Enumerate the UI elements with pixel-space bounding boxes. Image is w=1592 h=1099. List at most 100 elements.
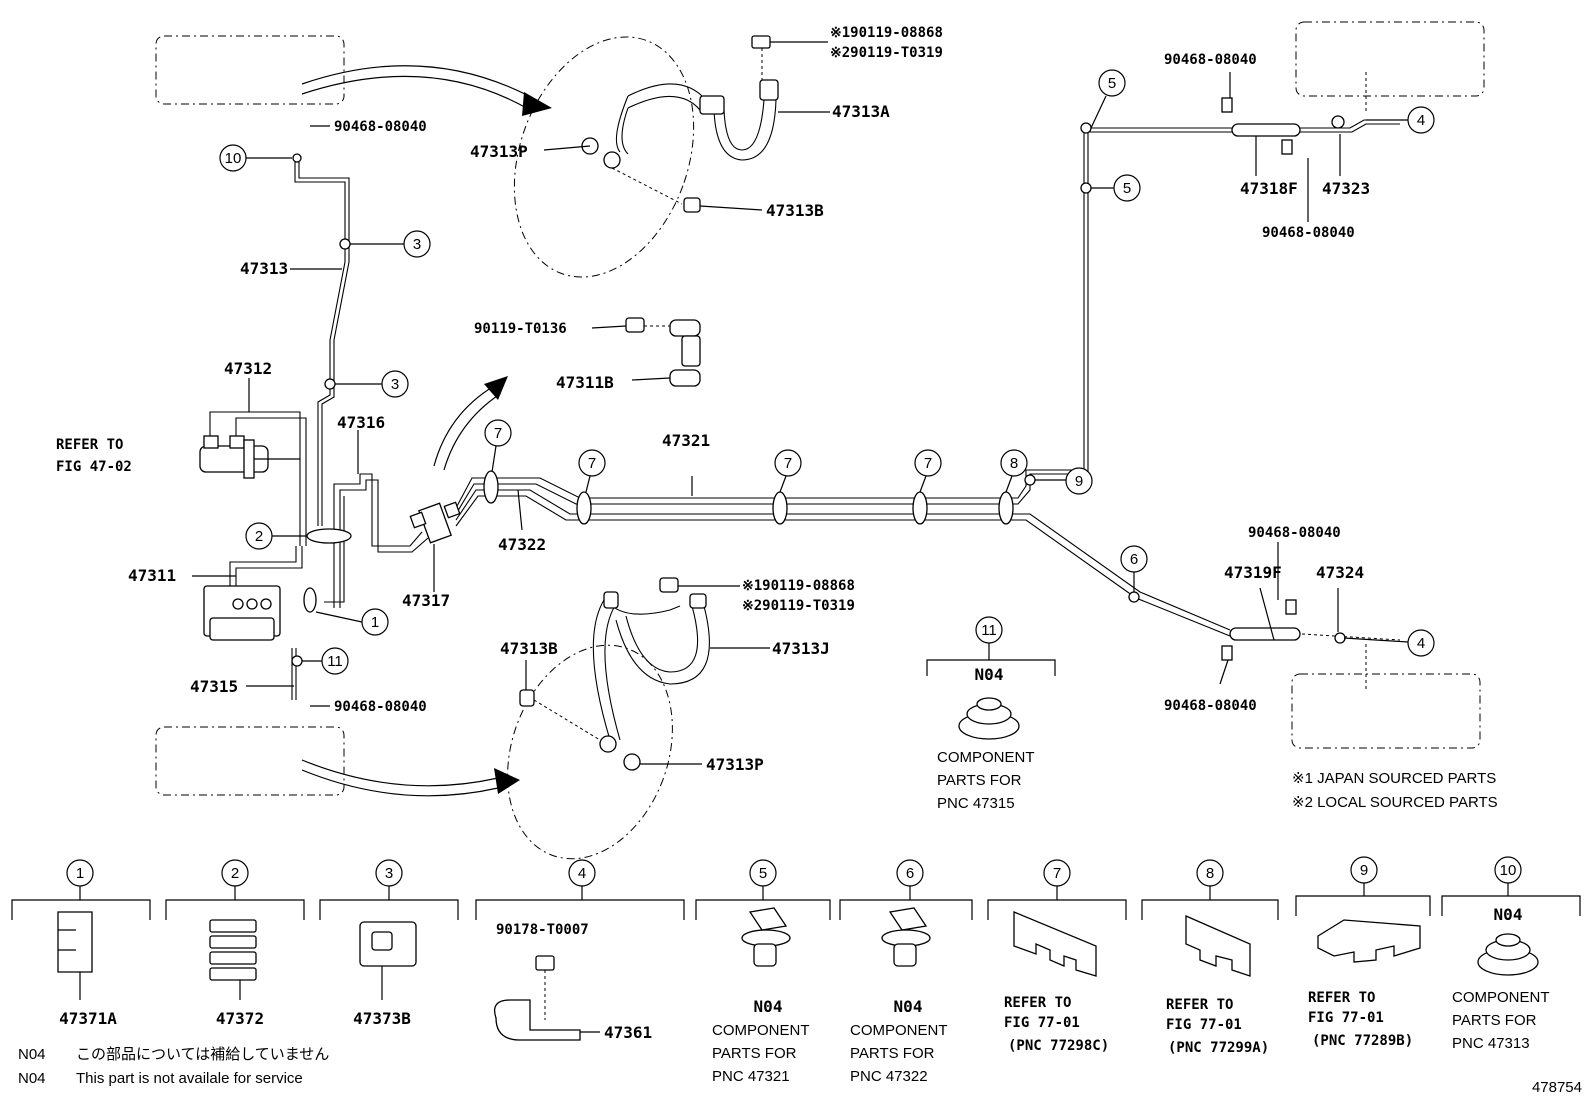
svg-text:N04: N04 xyxy=(18,1046,46,1063)
legend-8: 8 REFER TO FIG 77-01 (PNC 77299A) xyxy=(1141,859,1279,1056)
refer-fig-47-line1: REFER TO xyxy=(56,437,123,453)
callout-8: 8 xyxy=(1000,449,1028,477)
svg-text:REFER TO: REFER TO xyxy=(1308,990,1375,1006)
master-cylinder xyxy=(199,435,300,479)
callout-6: 6 xyxy=(1120,545,1148,573)
figure-id: 478754 xyxy=(1532,1079,1582,1096)
part-labels: 90468-08040 47313 47312 47316 REFER TO F… xyxy=(56,25,1370,774)
detail-box-front-bottom xyxy=(155,726,345,796)
svg-text:N04: N04 xyxy=(1494,905,1523,924)
flex-hose-47313A xyxy=(581,35,779,213)
svg-text:(PNC 77299A): (PNC 77299A) xyxy=(1168,1040,1269,1056)
svg-text:COMPONENT: COMPONENT xyxy=(937,749,1035,766)
callout-11: 11 xyxy=(321,647,349,675)
svg-text:90178-T0007: 90178-T0007 xyxy=(496,922,589,938)
pressure-valve-47311 xyxy=(203,585,281,641)
label-90468-08040-c: 90468-08040 xyxy=(1164,52,1257,68)
label-290119-T0319-top: ※290119-T0319 xyxy=(830,45,943,61)
callout-10-top: 10 xyxy=(219,144,292,172)
svg-text:N04: N04 xyxy=(754,997,783,1016)
svg-text:N04: N04 xyxy=(975,665,1004,684)
bracket-47311B xyxy=(625,317,701,387)
svg-text:6: 6 xyxy=(906,865,914,882)
svg-text:N04: N04 xyxy=(18,1070,46,1087)
label-47319F: 47319F xyxy=(1224,563,1282,582)
svg-text:PNC 47313: PNC 47313 xyxy=(1452,1035,1530,1052)
detail-ellipse-front-bottom xyxy=(507,644,673,860)
svg-text:4: 4 xyxy=(1417,112,1425,129)
legend-1: 1 47371A xyxy=(11,859,151,1028)
svg-text:PARTS FOR: PARTS FOR xyxy=(937,772,1022,789)
legend-6: 6 N04 COMPONENT PARTS FOR PNC 47322 xyxy=(839,859,973,1085)
svg-text:3: 3 xyxy=(385,865,393,882)
svg-text:9: 9 xyxy=(1360,862,1368,879)
rear-hose-47318F xyxy=(1221,72,1367,155)
legend-2: 2 47372 xyxy=(165,859,305,1028)
label-47317: 47317 xyxy=(402,591,450,610)
label-47311: 47311 xyxy=(128,566,176,585)
svg-text:PNC 47322: PNC 47322 xyxy=(850,1068,928,1085)
svg-text:7: 7 xyxy=(1053,865,1061,882)
label-47313: 47313 xyxy=(240,259,288,278)
note-local-sourced: ※2 LOCAL SOURCED PARTS xyxy=(1292,794,1498,811)
callout-7-b: 7 xyxy=(578,449,606,477)
svg-text:7: 7 xyxy=(924,455,932,472)
label-90468-08040-f: 90468-08040 xyxy=(1164,698,1257,714)
note-japan-sourced: ※1 JAPAN SOURCED PARTS xyxy=(1292,770,1496,787)
svg-text:REFER TO: REFER TO xyxy=(1166,997,1233,1013)
svg-text:47371A: 47371A xyxy=(59,1009,117,1028)
label-47318F: 47318F xyxy=(1240,179,1298,198)
svg-text:1: 1 xyxy=(76,865,84,882)
label-47324: 47324 xyxy=(1316,563,1364,582)
svg-text:4: 4 xyxy=(578,865,586,882)
callout-5-a: 5 xyxy=(1098,69,1126,97)
footnote: N04 この部品については補給していません N04 This part is n… xyxy=(18,1046,329,1087)
svg-text:N04: N04 xyxy=(894,997,923,1016)
svg-text:2: 2 xyxy=(231,865,239,882)
legend-3: 3 47373B xyxy=(319,859,459,1028)
svg-text:FIG 77-01: FIG 77-01 xyxy=(1166,1017,1242,1033)
brake-lines xyxy=(209,119,1401,700)
svg-text:5: 5 xyxy=(1108,75,1116,92)
svg-text:10: 10 xyxy=(225,150,242,167)
label-90468-08040-a: 90468-08040 xyxy=(334,119,427,135)
label-90119-T0136: 90119-T0136 xyxy=(474,321,567,337)
callout-7-a: 7 xyxy=(484,419,512,447)
legend-4: 4 90178-T0007 47361 xyxy=(475,859,685,1042)
callout-4-b: 4 xyxy=(1407,629,1435,657)
detail-box-rear-top xyxy=(1295,21,1485,97)
svg-text:PARTS FOR: PARTS FOR xyxy=(712,1045,797,1062)
svg-text:PARTS FOR: PARTS FOR xyxy=(1452,1012,1537,1029)
label-47313J: 47313J xyxy=(772,639,830,658)
rear-hose-47319F xyxy=(1221,599,1367,690)
label-47315: 47315 xyxy=(190,677,238,696)
callout-2: 2 xyxy=(245,522,273,550)
svg-text:6: 6 xyxy=(1130,551,1138,568)
label-47313P-bot: 47313P xyxy=(706,755,764,774)
callout-3-a: 3 xyxy=(403,230,431,258)
svg-text:8: 8 xyxy=(1206,865,1214,882)
refer-fig-47-line2: FIG 47-02 xyxy=(56,459,132,475)
leader-lines xyxy=(192,41,1409,765)
svg-text:7: 7 xyxy=(494,425,502,442)
svg-text:47373B: 47373B xyxy=(353,1009,411,1028)
callout-11-center: 11 xyxy=(926,616,1056,676)
svg-text:This part is not availale for: This part is not availale for service xyxy=(76,1070,303,1087)
callout-9: 9 xyxy=(1065,467,1093,495)
svg-text:FIG 77-01: FIG 77-01 xyxy=(1004,1015,1080,1031)
legend-9: 9 REFER TO FIG 77-01 (PNC 77289B) xyxy=(1295,856,1431,1049)
label-47323: 47323 xyxy=(1322,179,1370,198)
svg-text:COMPONENT: COMPONENT xyxy=(1452,989,1550,1006)
svg-text:1: 1 xyxy=(371,614,379,631)
svg-text:(PNC 77289B): (PNC 77289B) xyxy=(1312,1033,1413,1049)
svg-text:9: 9 xyxy=(1075,473,1083,490)
flex-hose-47313J xyxy=(519,577,710,771)
svg-text:47372: 47372 xyxy=(216,1009,264,1028)
legend-7: 7 REFER TO FIG 77-01 (PNC 77298C) xyxy=(987,859,1127,1054)
label-47312: 47312 xyxy=(224,359,272,378)
svg-text:3: 3 xyxy=(413,236,421,253)
label-47313B-top: 47313B xyxy=(766,201,824,220)
legend-5: 5 N04 COMPONENT PARTS FOR PNC 47321 xyxy=(695,859,831,1085)
svg-text:8: 8 xyxy=(1010,455,1018,472)
